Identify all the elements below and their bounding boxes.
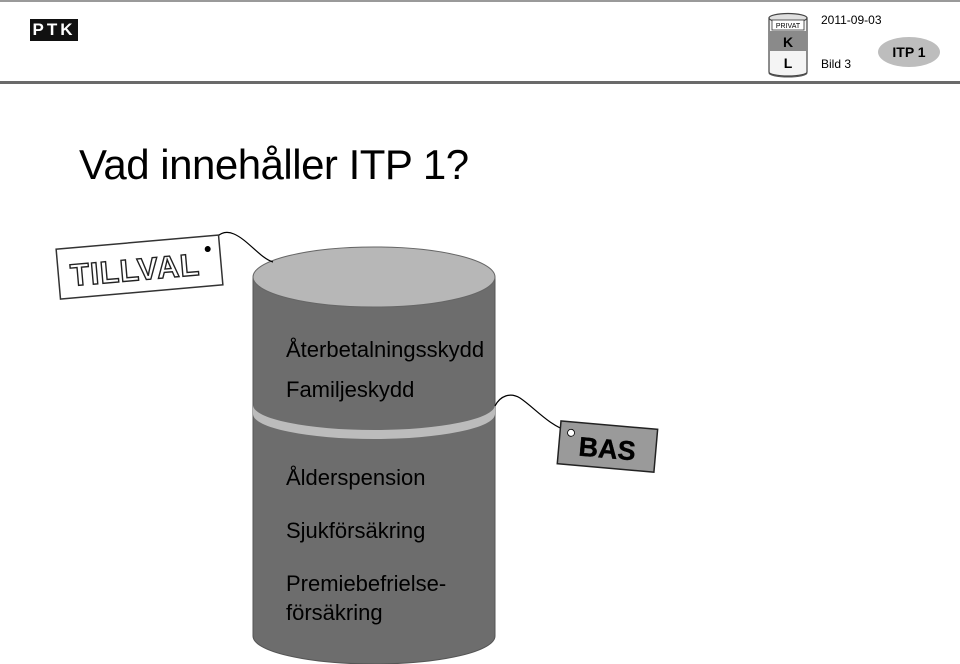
header-divider — [0, 81, 960, 84]
bas-tag-label: BAS — [578, 432, 637, 467]
ptk-logo: PTK — [30, 19, 78, 41]
bas-tag: BAS — [556, 420, 659, 473]
lower-item-premiebefrielse: Premiebefrielse- — [286, 571, 447, 596]
bas-tag-string — [494, 394, 571, 433]
privat-k-l-can-icon: PRIVAT K L — [768, 12, 808, 78]
page-title: Vad innehåller ITP 1? — [79, 141, 469, 188]
can-top-text: PRIVAT — [776, 23, 801, 30]
date-label: 2011-09-03 — [821, 13, 882, 27]
upper-item-aterbetalningsskydd: Återbetalningsskydd — [286, 337, 485, 362]
can-letter-k: K — [783, 34, 793, 50]
header-top-rule — [0, 0, 960, 2]
lower-item-forsakring: försäkring — [286, 600, 383, 625]
upper-item-familjeskydd: Familjeskydd — [286, 377, 415, 402]
cylinder-top — [252, 246, 496, 308]
tillval-tag: TILLVAL — [55, 234, 224, 300]
lower-item-sjukforsakring: Sjukförsäkring — [286, 518, 426, 543]
can-letter-l: L — [784, 55, 793, 71]
slide-number-label: Bild 3 — [821, 57, 852, 71]
itp-badge: ITP 1 — [878, 37, 940, 67]
lower-item-alderspension: Ålderspension — [286, 465, 426, 490]
cylinder-divider — [253, 405, 495, 439]
